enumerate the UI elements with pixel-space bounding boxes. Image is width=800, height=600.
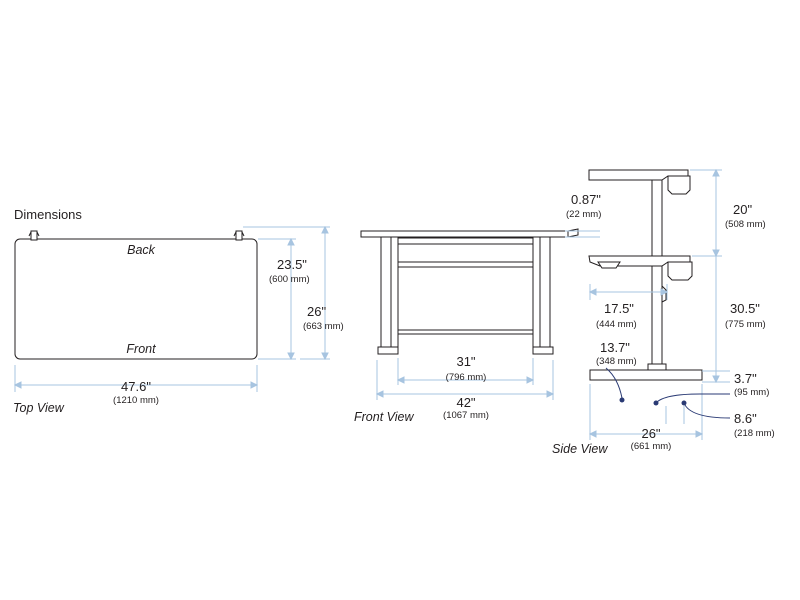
top-width-in: 47.6" <box>121 379 151 394</box>
side-rear-offset-mm: (218 mm) <box>734 428 775 439</box>
front-crossbar-mid <box>396 261 534 268</box>
front-thickness-mm: (22 mm) <box>566 209 602 220</box>
mount-tab-left <box>28 230 40 241</box>
front-foot-left <box>377 346 399 355</box>
side-view-caption: Side View <box>552 442 608 456</box>
top-depth-surface-mm: (600 mm) <box>269 274 310 285</box>
side-view-dimension-lines <box>588 168 730 440</box>
side-depth-upper-in: 17.5" <box>604 301 634 316</box>
top-depth-overall-in: 26" <box>307 304 327 319</box>
front-view-caption: Front View <box>354 410 414 424</box>
side-depth-upper-mm: (444 mm) <box>596 319 637 330</box>
front-crossbar-top <box>396 237 534 245</box>
top-depth-overall-mm: (663 mm) <box>303 321 344 332</box>
side-view-leaders <box>605 367 731 419</box>
front-foot-right <box>532 346 554 355</box>
front-leg-left-outer <box>380 236 392 348</box>
side-caster-offset-mm: (348 mm) <box>596 356 637 367</box>
side-height-range-mm: (508 mm) <box>725 219 766 230</box>
side-base-depth-mm: (661 mm) <box>630 441 672 452</box>
front-thickness-in: 0.87" <box>571 192 601 207</box>
front-inner-width-in: 31" <box>456 354 476 369</box>
top-back-label: Back <box>127 243 155 257</box>
front-inner-width-mm: (796 mm) <box>445 372 487 383</box>
desk-surface-outline <box>14 238 258 360</box>
top-front-label: Front <box>126 342 156 356</box>
side-handle <box>597 261 621 269</box>
front-leg-left-inner <box>390 236 399 348</box>
front-base-width-mm: (1067 mm) <box>443 410 489 421</box>
side-height-range-in: 20" <box>733 202 753 217</box>
diagram-title: Dimensions <box>14 207 82 222</box>
top-view-caption: Top View <box>13 401 64 415</box>
side-base-height-in: 3.7" <box>734 371 757 386</box>
front-view-drawing <box>360 228 579 355</box>
top-depth-surface-in: 23.5" <box>277 257 307 272</box>
side-main-column <box>651 265 663 367</box>
front-leg-right-outer <box>539 236 551 348</box>
side-base-height-mm: (95 mm) <box>734 387 770 398</box>
side-column-collar <box>647 363 667 371</box>
front-crossbar-low <box>396 329 534 335</box>
side-view-drawing <box>588 169 703 406</box>
side-min-height-mm: (775 mm) <box>725 319 766 330</box>
side-upper-column <box>651 179 663 257</box>
top-view-dimension-lines <box>13 225 330 392</box>
top-width-mm: (1210 mm) <box>113 395 159 406</box>
front-surface <box>360 230 569 238</box>
front-base-width-in: 42" <box>456 395 476 410</box>
front-leg-right-inner <box>532 236 541 348</box>
side-lower-bin <box>667 261 693 281</box>
side-base <box>589 369 703 381</box>
front-view-dimension-lines <box>375 230 600 400</box>
side-upper-bin <box>667 175 691 195</box>
side-caster-offset-in: 13.7" <box>600 340 630 355</box>
side-caster-front <box>619 397 625 403</box>
mount-tab-right <box>233 230 245 241</box>
top-view-drawing <box>14 230 258 360</box>
side-rear-offset-in: 8.6" <box>734 411 757 426</box>
side-base-depth-in: 26" <box>641 426 661 441</box>
side-min-height-in: 30.5" <box>730 301 760 316</box>
